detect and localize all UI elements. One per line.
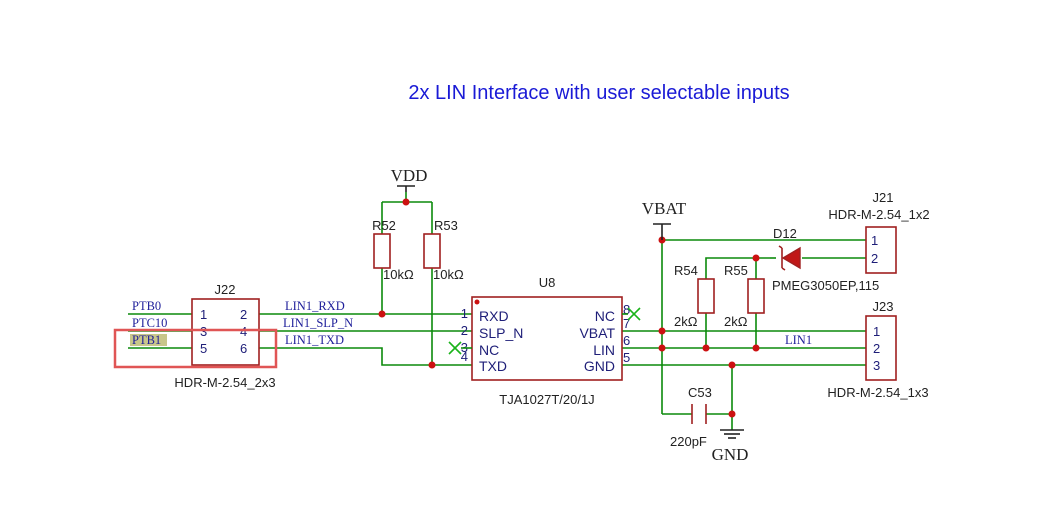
j23-value: HDR-M-2.54_1x3 (827, 385, 928, 400)
r52-value: 10kΩ (383, 267, 414, 282)
diode-d12[interactable]: D12 PMEG3050EP,115 (772, 226, 879, 293)
j23-ref: J23 (873, 299, 894, 314)
net-label-lin1-txd: LIN1_TXD (285, 333, 344, 347)
u8-pin-8-name: NC (595, 308, 615, 324)
wires (128, 192, 866, 430)
u8-value: TJA1027T/20/1J (499, 392, 594, 407)
u8-pin-1-num: 1 (461, 306, 468, 321)
u8-pin-8-num: 8 (623, 302, 630, 317)
u8-pin-7-num: 7 (623, 316, 630, 331)
j21-pin-1: 1 (871, 233, 878, 248)
connector-j22[interactable]: J22 HDR-M-2.54_2x3 1 2 3 4 5 6 (174, 282, 275, 390)
j22-body (191, 298, 260, 366)
selection-highlight-box (113, 328, 278, 369)
net-label-lin1-slp-n: LIN1_SLP_N (283, 316, 353, 330)
resistor-r52[interactable]: R52 10kΩ (372, 218, 414, 282)
capacitor-c53[interactable]: C53 220pF (670, 385, 712, 449)
junction-d12 (752, 254, 760, 262)
j22-value: HDR-M-2.54_2x3 (174, 375, 275, 390)
d12-value: PMEG3050EP,115 (772, 278, 879, 293)
r53-value: 10kΩ (433, 267, 464, 282)
u8-body (471, 296, 623, 381)
j23-body (865, 315, 897, 381)
c53-value: 220pF (670, 434, 707, 449)
resistor-r53[interactable]: R53 10kΩ (423, 218, 464, 282)
j21-ref: J21 (873, 190, 894, 205)
r54-ref: R54 (674, 263, 698, 278)
net-label-ptb0: PTB0 (132, 299, 161, 313)
ic-u8[interactable]: U8 TJA1027T/20/1J 1 RXD 2 SLP_N 3 NC 4 T… (461, 275, 630, 407)
connector-j21[interactable]: J21 HDR-M-2.54_1x2 1 2 (828, 190, 930, 274)
j23-pin-2: 2 (873, 341, 880, 356)
u8-pin-5-num: 5 (623, 350, 630, 365)
power-vdd: VDD (391, 166, 428, 192)
resistor-r54[interactable]: R54 2kΩ (674, 263, 715, 329)
power-vbat: VBAT (642, 199, 687, 240)
junction-rxd (378, 310, 386, 318)
d12-ref: D12 (773, 226, 797, 241)
r54-value: 2kΩ (674, 314, 698, 329)
j22-pin-4: 4 (240, 324, 247, 339)
vdd-label: VDD (391, 166, 428, 185)
net-label-ptc10: PTC10 (132, 316, 167, 330)
junction-c53 (728, 410, 736, 418)
no-connect-pin-3 (448, 341, 462, 355)
wire-lin1-txd (259, 347, 472, 366)
d12-body (781, 246, 801, 270)
j22-pin-1: 1 (200, 307, 207, 322)
c53-ref: C53 (688, 385, 712, 400)
gnd-label: GND (712, 445, 749, 464)
connector-j23[interactable]: J23 HDR-M-2.54_1x3 1 2 3 (827, 299, 928, 400)
junction-vbat-pin (658, 327, 666, 335)
net-label-lin1: LIN1 (785, 333, 812, 347)
u8-pin-4-num: 4 (461, 349, 468, 364)
u8-pin-3-name: NC (479, 342, 499, 358)
junction-txd (428, 361, 436, 369)
u8-pin-2-name: SLP_N (479, 325, 523, 341)
j21-value: HDR-M-2.54_1x2 (828, 207, 929, 222)
power-gnd: GND (712, 429, 749, 464)
j22-pin-5: 5 (200, 341, 207, 356)
j23-pin-3: 3 (873, 358, 880, 373)
junction-r55-lin (752, 344, 760, 352)
u8-pin-1-name: RXD (479, 308, 509, 324)
r55-ref: R55 (724, 263, 748, 278)
junction-lin (658, 344, 666, 352)
u8-pin-4-name: TXD (479, 358, 507, 374)
resistor-r55[interactable]: R55 2kΩ (724, 263, 765, 329)
r55-value: 2kΩ (724, 314, 748, 329)
no-connect-pin-8 (627, 307, 641, 321)
net-label-lin1-rxd: LIN1_RXD (285, 299, 345, 313)
j22-pin-2: 2 (240, 307, 247, 322)
u8-pin-7-name: VBAT (579, 325, 615, 341)
junction-r54-lin (702, 344, 710, 352)
vbat-label: VBAT (642, 199, 687, 218)
junction-gnd (728, 361, 736, 369)
u8-pin-6-name: LIN (593, 342, 615, 358)
j23-pin-1: 1 (873, 324, 880, 339)
u8-pin-5-name: GND (584, 358, 615, 374)
j21-pin-2: 2 (871, 251, 878, 266)
j22-ref: J22 (215, 282, 236, 297)
net-label-ptb1: PTB1 (132, 333, 161, 347)
u8-ref: U8 (539, 275, 556, 290)
r52-ref: R52 (372, 218, 396, 233)
j21-body (865, 226, 897, 274)
j22-pin-3: 3 (200, 324, 207, 339)
junction-vdd (402, 198, 410, 206)
j22-pin-6: 6 (240, 341, 247, 356)
junctions (378, 198, 760, 418)
wire-r54-top (705, 257, 770, 279)
u8-pin-2-num: 2 (461, 323, 468, 338)
ptb1-label-highlight (130, 334, 167, 346)
r53-ref: R53 (434, 218, 458, 233)
page-title: 2x LIN Interface with user selectable in… (408, 82, 789, 104)
u8-pin-6-num: 6 (623, 333, 630, 348)
